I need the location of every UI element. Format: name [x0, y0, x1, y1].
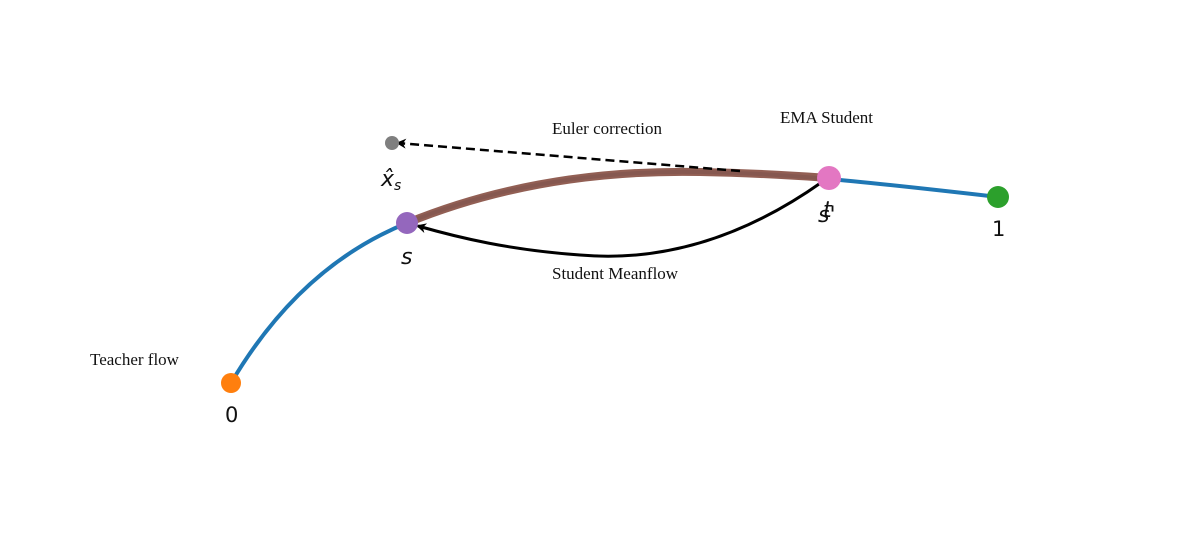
x-hat-s-main: x̂	[380, 167, 395, 192]
one-label: 1	[992, 217, 1005, 241]
point-zero	[221, 373, 241, 393]
x-hat-s-subscript: s	[394, 178, 401, 194]
point-s	[396, 212, 418, 234]
student-flow-curve	[403, 167, 833, 227]
student-meanflow-arrow	[416, 180, 823, 258]
point-one	[987, 186, 1009, 208]
euler-correction-label: Euler correction	[552, 119, 662, 138]
point-t	[817, 166, 841, 190]
euler-correction-arrow	[396, 138, 741, 173]
ema-student-label: EMA Student	[780, 108, 873, 127]
s-label: s	[401, 245, 412, 270]
point-x-hat-s	[385, 136, 399, 150]
t-label: t	[823, 198, 833, 223]
teacher-flow-label: Teacher flow	[90, 350, 180, 369]
x-hat-s-label: x̂s	[380, 167, 401, 194]
student-meanflow-label: Student Meanflow	[552, 264, 679, 283]
s-prime-label: s'	[818, 203, 836, 228]
zero-label: 0	[225, 403, 238, 427]
